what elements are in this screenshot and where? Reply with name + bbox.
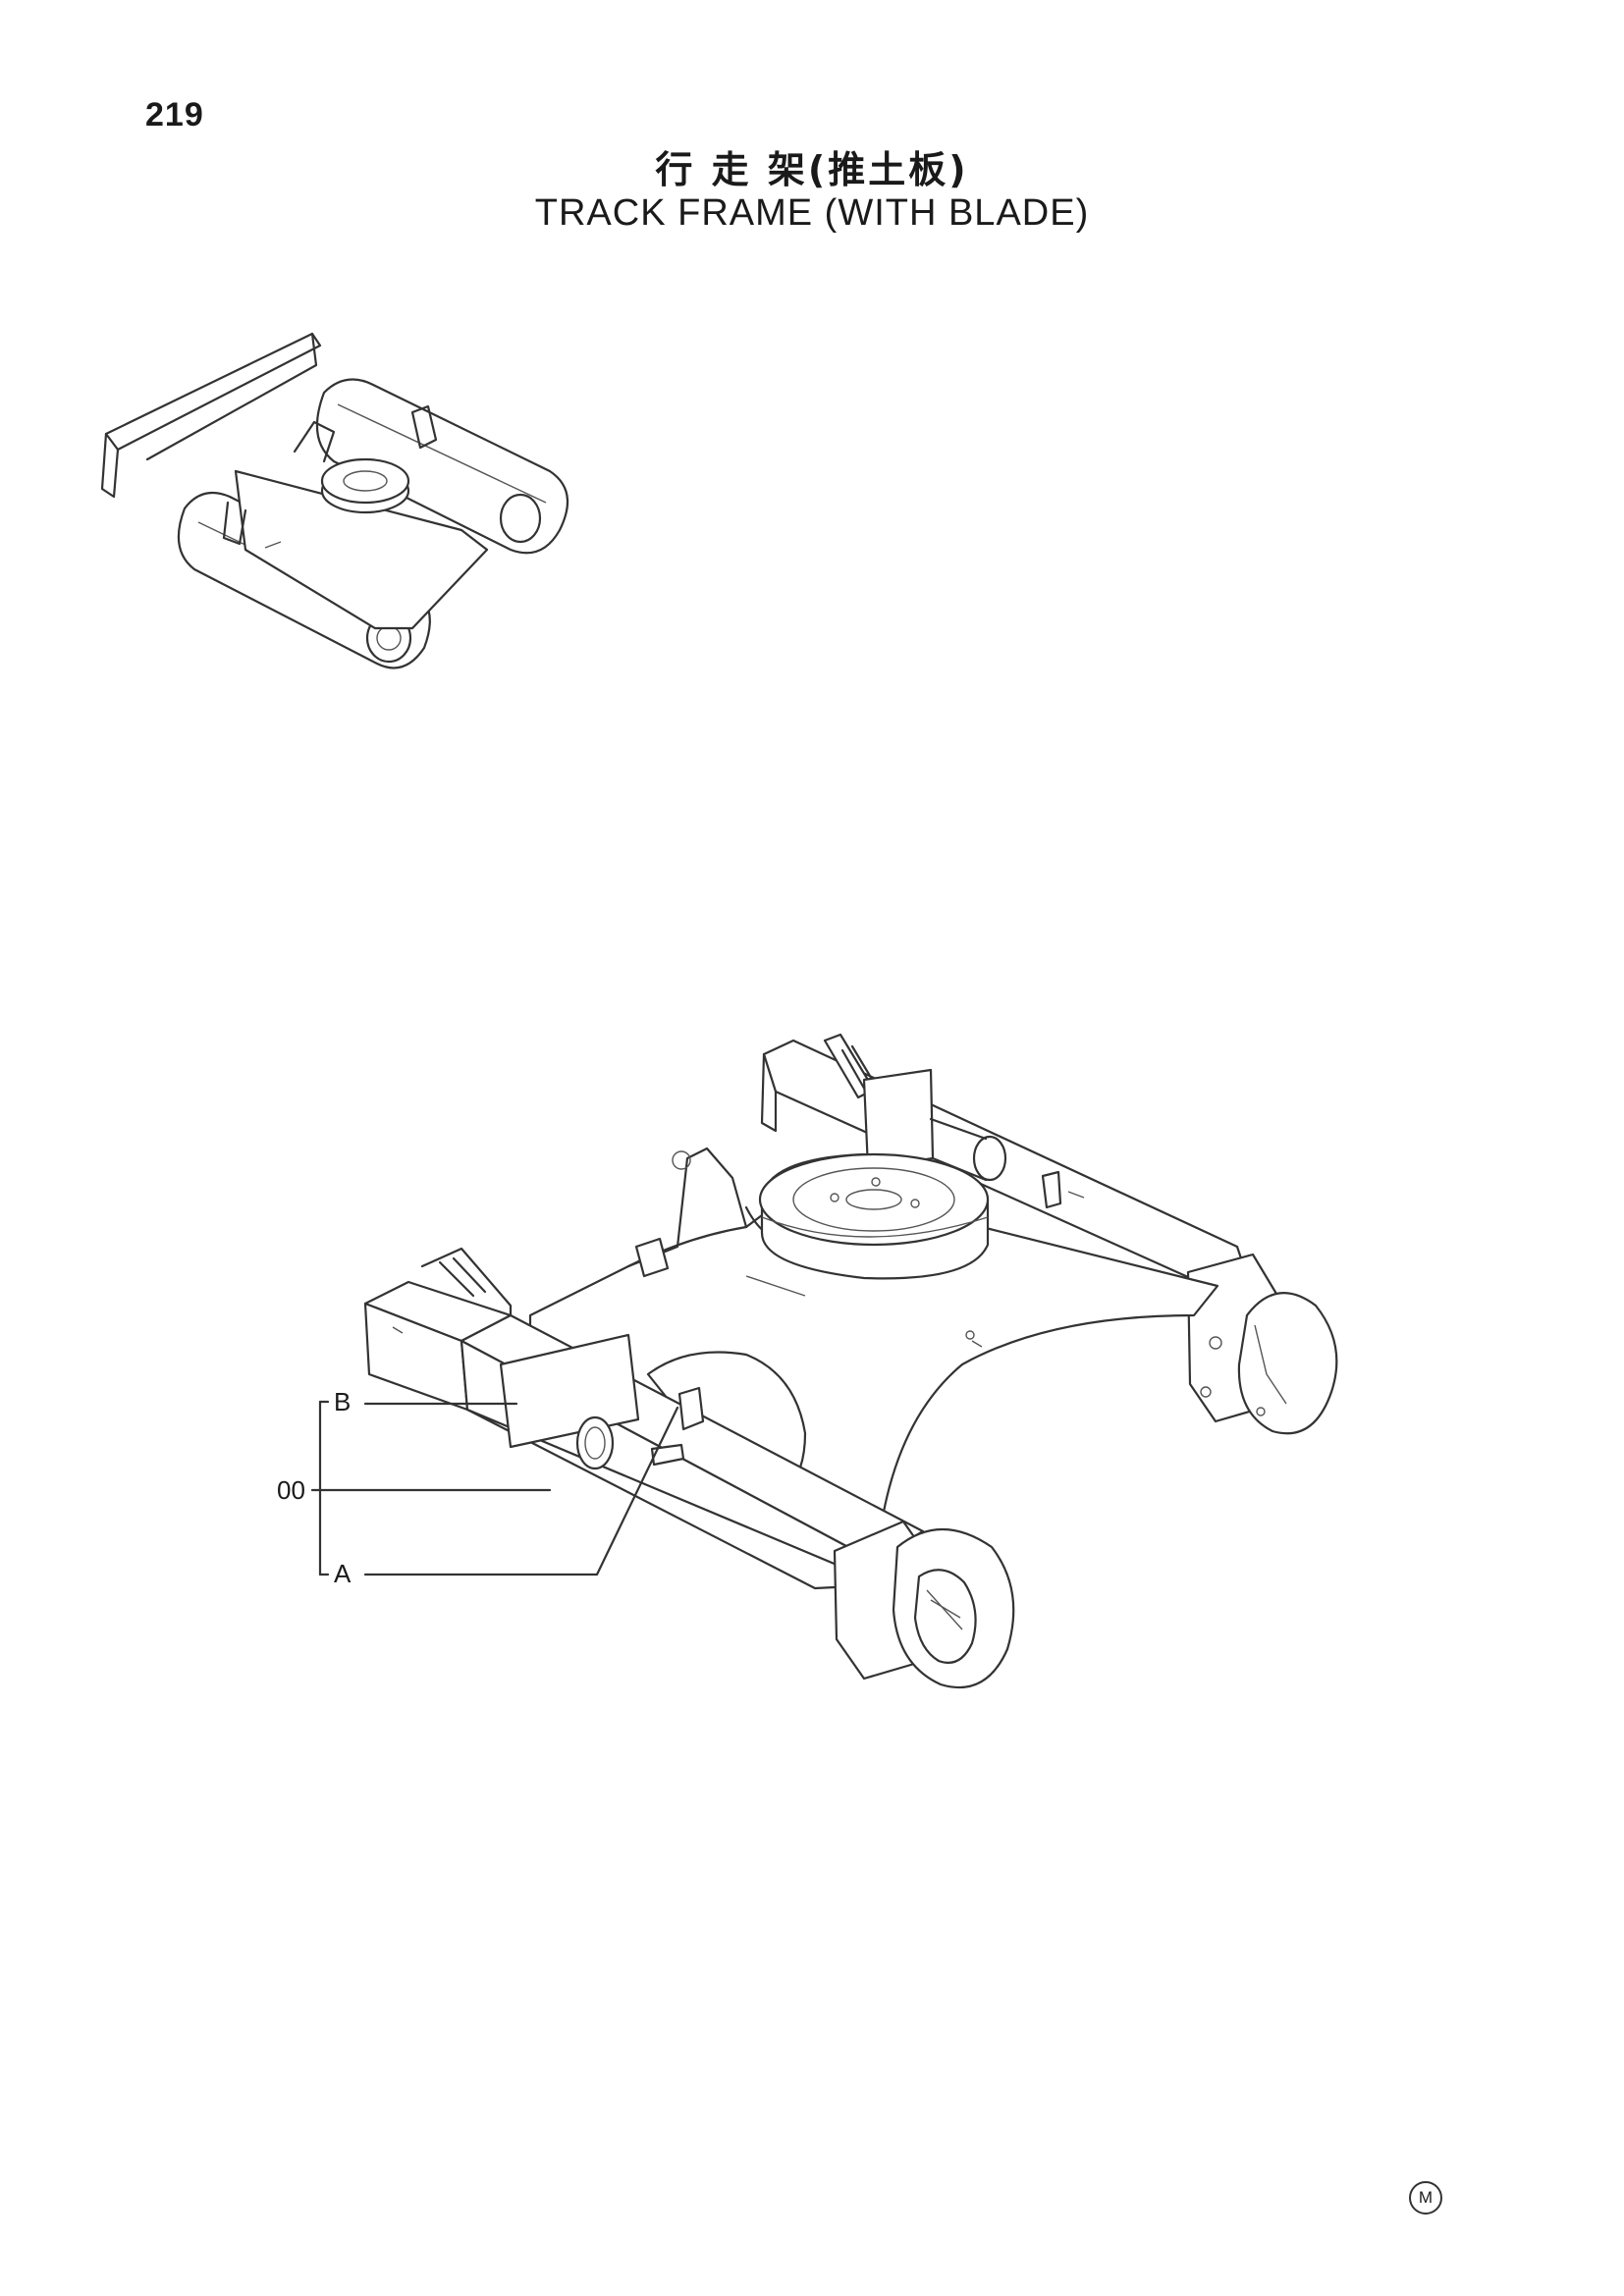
- callout-item-number: 00: [277, 1475, 305, 1505]
- callout-a: A: [334, 1559, 352, 1588]
- title-english: TRACK FRAME (WITH BLADE): [534, 192, 1090, 234]
- footer-mark: M: [1409, 2181, 1442, 2215]
- page-number: 219: [145, 96, 204, 133]
- title-chinese: 行 走 架(推土板): [655, 148, 969, 191]
- callout-b: B: [334, 1387, 352, 1416]
